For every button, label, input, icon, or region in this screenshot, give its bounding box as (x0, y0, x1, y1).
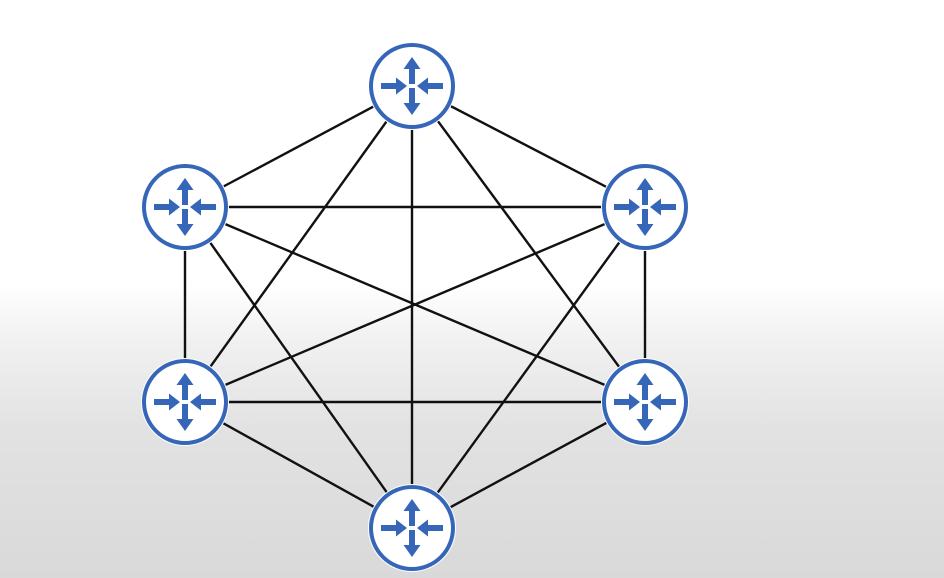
link-upper-left-bottom (184, 206, 413, 529)
router-node-top (366, 40, 458, 132)
link-top-lower-right (411, 85, 646, 403)
router-node-lower-right (599, 356, 691, 448)
links-layer (183, 84, 647, 530)
router-icon (366, 40, 458, 132)
nodes-layer (139, 40, 691, 574)
router-node-upper-left (139, 161, 231, 253)
link-upper-right-bottom (411, 206, 646, 529)
router-icon (599, 161, 691, 253)
link-top-lower-left (184, 85, 413, 403)
router-node-upper-right (599, 161, 691, 253)
router-node-lower-left (139, 356, 231, 448)
router-icon (599, 356, 691, 448)
router-node-bottom (366, 482, 458, 574)
link-lower-right-bottom (411, 400, 646, 530)
router-icon (139, 161, 231, 253)
router-icon (139, 356, 231, 448)
router-icon (366, 482, 458, 574)
link-upper-right-lower-left (184, 205, 646, 404)
